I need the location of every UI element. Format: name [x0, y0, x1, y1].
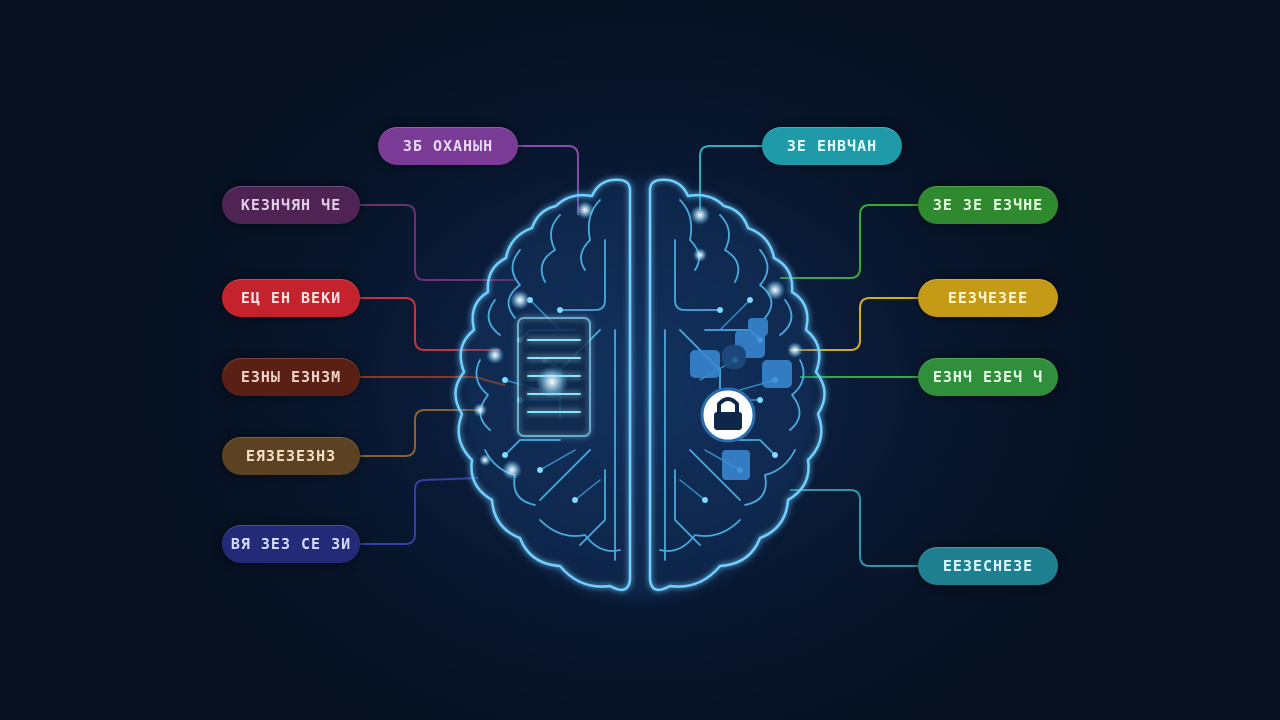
label-right-1: ЗЕ ЕНВЧАН: [762, 127, 902, 165]
label-right-2: ЗЕ ЗЕ ЕЗЧНЕ: [918, 186, 1058, 224]
circuit-brain: [454, 178, 826, 600]
connector-line: [358, 477, 479, 545]
connector-line: [358, 409, 478, 457]
right-blocks: [690, 318, 792, 480]
connector-line: [358, 297, 500, 351]
right-hemisphere-outline: [648, 178, 826, 592]
lock-icon: [700, 387, 756, 443]
label-left-4: ЕЗНЫ ЕЗНЗМ: [222, 358, 360, 396]
sparkles: [473, 201, 803, 480]
brain-glow: [460, 180, 820, 600]
connector-line: [360, 204, 515, 281]
connector-line: [790, 297, 918, 351]
label-right-3: ЕЕЗЧЕЗЕЕ: [918, 279, 1058, 317]
label-right-5: ЕЕЗЕСНЕЗЕ: [918, 547, 1058, 585]
label-left-1: ЗБ ОХАНЫН: [378, 127, 518, 165]
label-left-2: КЕЗНЧЯН ЧЕ: [222, 186, 360, 224]
label-left-3: ЕЦ ЕН ВЕКИ: [222, 279, 360, 317]
label-left-5: ЕЯЗЕЗЕЗНЗ: [222, 437, 360, 475]
left-hemisphere-outline: [454, 178, 632, 592]
connector-line: [699, 145, 762, 210]
label-left-6: ВЯ ЗЕЗ СЕ ЗИ: [222, 525, 360, 563]
connector-line: [518, 145, 579, 215]
label-right-4: ЕЗНЧ ЕЗЕЧ Ч: [918, 358, 1058, 396]
connector-line: [790, 489, 918, 567]
connector-line: [780, 204, 920, 279]
